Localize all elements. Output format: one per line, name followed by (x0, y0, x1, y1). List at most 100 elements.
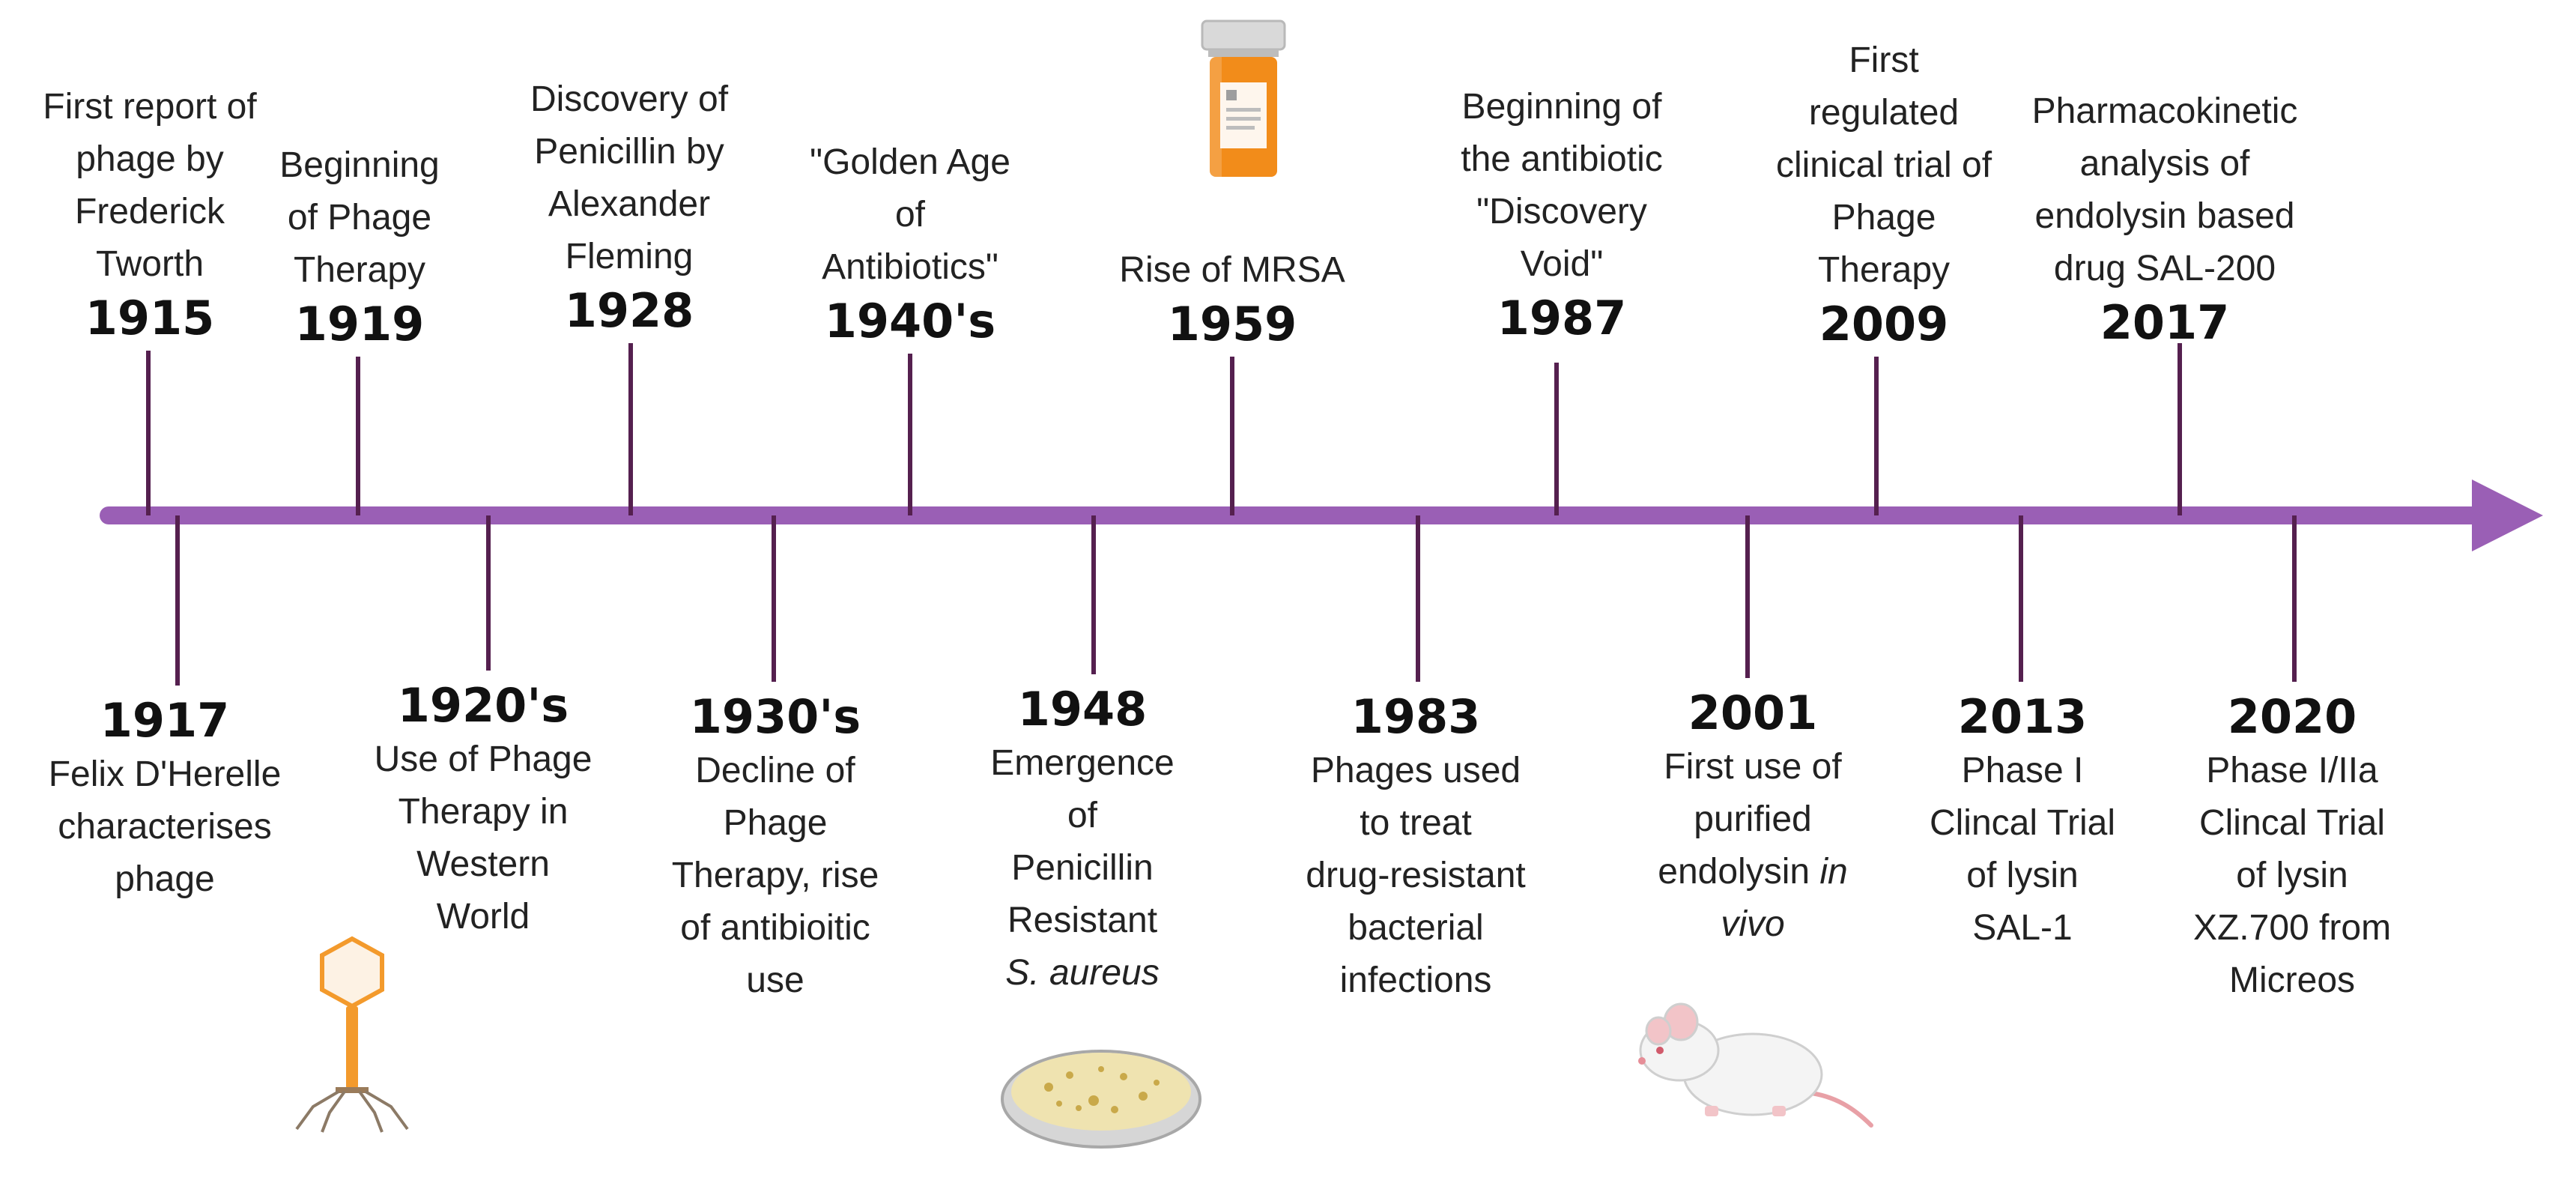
description-line: Beginning of (1419, 81, 1704, 133)
description-line: of (940, 790, 1225, 842)
description-text: of (894, 195, 926, 235)
description-line: Western (341, 838, 625, 891)
description-line: First report of (7, 81, 292, 133)
description-line: the antibiotic (1419, 133, 1704, 186)
description-line: regulated (1742, 87, 2026, 139)
event-year: 1919 (294, 297, 425, 351)
description-line: Therapy (1742, 244, 2026, 297)
description-line: drug-resistant (1273, 850, 1558, 902)
description-text: S. aureus (1005, 953, 1160, 993)
description-line: Phase I/IIa (2150, 745, 2434, 797)
description-line: Frederick (7, 186, 292, 238)
event-year: 1920's (397, 678, 569, 733)
event-year: 2013 (1957, 689, 2088, 744)
event-year: 1940's (824, 294, 996, 348)
description-text: Phage (1831, 198, 1936, 238)
description-text: Therapy in (398, 792, 569, 832)
description-line: Antibiotics" (768, 241, 1052, 294)
description-text: in (1819, 852, 1848, 892)
description-line: drug SAL-200 (2022, 243, 2307, 295)
description-text: Beginning of (1461, 87, 1662, 127)
event-description: Felix D'Herelle characterises phage (22, 748, 307, 906)
event-year: 2017 (2100, 295, 2230, 350)
description-line: endolysin in (1610, 846, 1895, 898)
event-year: 2001 (1688, 686, 1818, 740)
description-line: to treat (1273, 797, 1558, 850)
description-text: regulated (1808, 93, 1960, 133)
description-line: Fleming (487, 231, 772, 283)
description-line: Penicillin by (487, 126, 772, 178)
description-text: Beginning (279, 145, 440, 185)
description-text: characterises (58, 807, 272, 847)
description-text: Clincal Trial (2198, 803, 2386, 843)
description-line: Penicillin (940, 842, 1225, 895)
description-text: Therapy, rise (671, 856, 879, 895)
description-text: Therapy (293, 250, 426, 290)
description-text: to treat (1360, 803, 1472, 843)
description-line: of Phage (217, 192, 502, 244)
description-line: phage by (7, 133, 292, 186)
description-text: First (1849, 40, 1919, 80)
description-text: "Discovery (1476, 192, 1647, 232)
description-text: drug SAL-200 (2053, 249, 2276, 288)
description-line: phage (22, 853, 307, 906)
description-text: Felix D'Herelle (48, 754, 282, 794)
description-text: Phage (723, 803, 828, 843)
event-year: 1959 (1167, 297, 1297, 351)
description-text: SAL-1 (1972, 908, 2073, 948)
description-text: Micreos (2228, 960, 2356, 1000)
event-year: 1928 (564, 283, 694, 338)
event-year: 2009 (1819, 297, 1949, 351)
description-text: use (746, 960, 804, 1000)
description-line: Tworth (7, 238, 292, 291)
description-line: bacterial (1273, 902, 1558, 955)
description-line: Therapy, rise (633, 850, 918, 902)
pill-bottle-icon (1201, 19, 1286, 177)
description-line: Discovery of (487, 73, 772, 126)
description-line: of lysin (1880, 850, 2165, 902)
description-line: Resistant (940, 895, 1225, 947)
description-line: of lysin (2150, 850, 2434, 902)
description-text: Rise of MRSA (1119, 250, 1345, 290)
description-text: Pharmacokinetic (2031, 91, 2298, 131)
description-text: "Golden Age (810, 142, 1010, 182)
description-line: Pharmacokinetic (2022, 85, 2307, 138)
description-line: of antibioitic (633, 902, 918, 955)
description-line: "Golden Age (768, 136, 1052, 189)
description-text: World (436, 897, 530, 937)
event-year: 1948 (1017, 682, 1148, 736)
timeline-ticks (146, 343, 2297, 686)
description-line: analysis of (2022, 138, 2307, 190)
description-line: SAL-1 (1880, 902, 2165, 955)
description-line: Decline of (633, 745, 918, 797)
description-line: infections (1273, 955, 1558, 1007)
description-text: of lysin (1966, 856, 2079, 895)
description-text: Void" (1520, 244, 1604, 284)
description-text: phage (115, 859, 215, 899)
description-text: Decline of (695, 751, 855, 790)
description-line: Rise of MRSA (1090, 244, 1375, 297)
description-line: purified (1610, 793, 1895, 846)
description-text: Tworth (95, 244, 204, 284)
description-line: Emergence (940, 737, 1225, 790)
description-line: Phage (633, 797, 918, 850)
description-line: Clincal Trial (2150, 797, 2434, 850)
event-year: 1987 (1497, 291, 1627, 345)
